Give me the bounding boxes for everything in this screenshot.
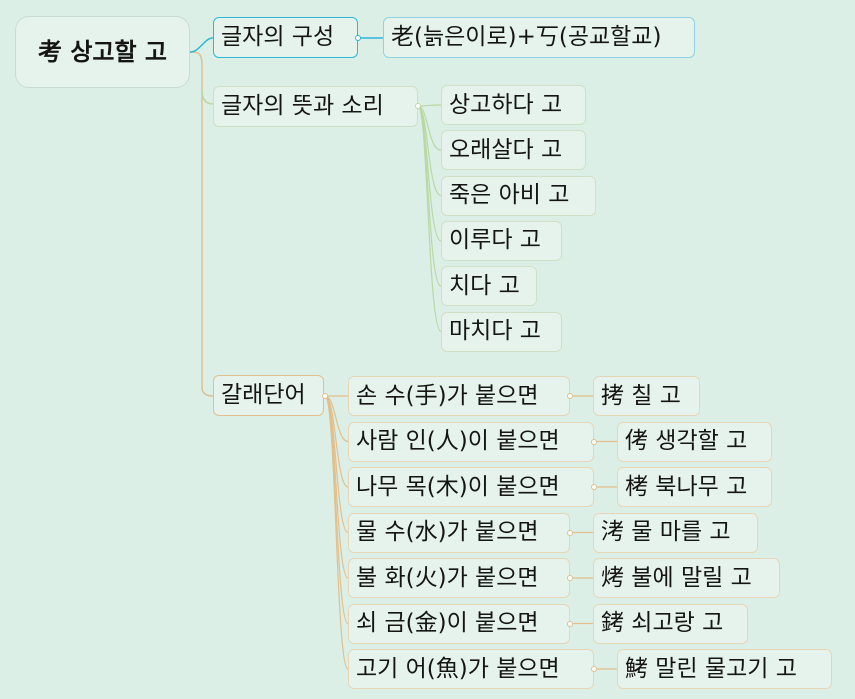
- radical-node[interactable]: 사람 인(人)이 붙으면: [348, 421, 594, 462]
- meaning-label: 치다 고: [449, 272, 520, 299]
- branch-meaning[interactable]: 글자의 뜻과 소리: [213, 86, 418, 127]
- derived-word-node[interactable]: 拷 칠 고: [593, 376, 700, 416]
- radical-node[interactable]: 나무 목(木)이 붙으면: [348, 467, 594, 507]
- derived-word-node[interactable]: 烤 불에 말릴 고: [593, 558, 780, 598]
- radical-connector: [567, 620, 573, 627]
- branch-derived-connector: [322, 393, 328, 399]
- derived-word-node[interactable]: 栲 북나무 고: [617, 467, 772, 507]
- radical-node[interactable]: 고기 어(魚)가 붙으면: [348, 649, 594, 689]
- meaning-label: 오래살다 고: [449, 136, 563, 163]
- meaning-link: [417, 105, 442, 333]
- derived-word-label: 烤 불에 말릴 고: [601, 564, 752, 591]
- derived-word-label: 栲 북나무 고: [625, 473, 748, 500]
- meaning-label: 죽은 아비 고: [449, 182, 570, 209]
- derived-word-label: 銬 쇠고랑 고: [601, 610, 724, 636]
- derived-word-node[interactable]: 銬 쇠고랑 고: [593, 603, 748, 644]
- radical-label: 사람 인(人)이 붙으면: [356, 428, 560, 454]
- branch-meaning-connector: [415, 103, 421, 109]
- branch-derived-words[interactable]: 갈래단어: [213, 375, 324, 416]
- meaning-label: 이루다 고: [449, 227, 541, 254]
- derived-word-node[interactable]: 洘 물 마를 고: [593, 512, 758, 553]
- meaning-item[interactable]: 죽은 아비 고: [441, 175, 596, 216]
- meaning-item[interactable]: 치다 고: [441, 266, 537, 307]
- radical-node[interactable]: 물 수(水)가 붙으면: [348, 512, 570, 553]
- link-root-branch1: [189, 37, 214, 53]
- radical-connector: [591, 438, 597, 445]
- radical-connector: [567, 575, 573, 581]
- meaning-item[interactable]: 상고하다 고: [441, 85, 586, 125]
- radical-label: 고기 어(魚)가 붙으면: [356, 655, 560, 682]
- radical-connector: [567, 393, 573, 399]
- branch-composition-connector: [355, 35, 361, 41]
- derived-links: [324, 395, 349, 670]
- radical-node[interactable]: 손 수(手)가 붙으면: [348, 376, 570, 416]
- radical-node[interactable]: 쇠 금(金)이 붙으면: [348, 603, 570, 644]
- word-links: [573, 395, 617, 670]
- branch-derived-words-label: 갈래단어: [221, 382, 306, 408]
- derived-word-label: 洘 물 마를 고: [601, 519, 731, 545]
- meaning-link: [417, 104, 442, 107]
- meaning-item[interactable]: 오래살다 고: [441, 130, 586, 171]
- meaning-label: 상고하다 고: [449, 91, 563, 118]
- meaning-label: 마치다 고: [449, 318, 541, 344]
- composition-node[interactable]: 老(늙은이로)+丂(공교할교): [383, 17, 695, 58]
- derived-word-label: 侤 생각할 고: [625, 428, 748, 454]
- root-label: 考 상고할 고: [37, 38, 168, 66]
- radical-link: [324, 395, 349, 625]
- branch-composition-label: 글자의 구성: [221, 24, 335, 50]
- radical-label: 물 수(水)가 붙으면: [356, 519, 539, 545]
- composition-text: 老(늙은이로)+丂(공교할교): [391, 24, 662, 50]
- radical-connector: [591, 484, 597, 490]
- meaning-item[interactable]: 이루다 고: [441, 220, 562, 261]
- root-node[interactable]: 考 상고할 고: [15, 16, 190, 88]
- derived-word-node[interactable]: 侤 생각할 고: [617, 421, 772, 462]
- branch-composition[interactable]: 글자의 구성: [213, 17, 358, 58]
- meaning-item[interactable]: 마치다 고: [441, 311, 562, 352]
- radical-label: 나무 목(木)이 붙으면: [356, 473, 560, 500]
- radical-label: 쇠 금(金)이 붙으면: [356, 610, 539, 636]
- derived-word-label: 拷 칠 고: [601, 382, 681, 409]
- trunk-line: [189, 51, 214, 397]
- radical-node[interactable]: 불 화(火)가 붙으면: [348, 558, 570, 598]
- radical-link: [324, 395, 349, 670]
- radical-label: 손 수(手)가 붙으면: [356, 382, 539, 409]
- derived-word-node[interactable]: 鮳 말린 물고기 고: [617, 649, 832, 689]
- meaning-links: [417, 104, 442, 333]
- radical-connector: [591, 666, 597, 672]
- link-root-branch2: [201, 89, 214, 105]
- radical-label: 불 화(火)가 붙으면: [356, 564, 539, 591]
- derived-word-label: 鮳 말린 물고기 고: [625, 655, 797, 682]
- branch-meaning-label: 글자의 뜻과 소리: [221, 93, 384, 119]
- radical-connector: [567, 529, 573, 536]
